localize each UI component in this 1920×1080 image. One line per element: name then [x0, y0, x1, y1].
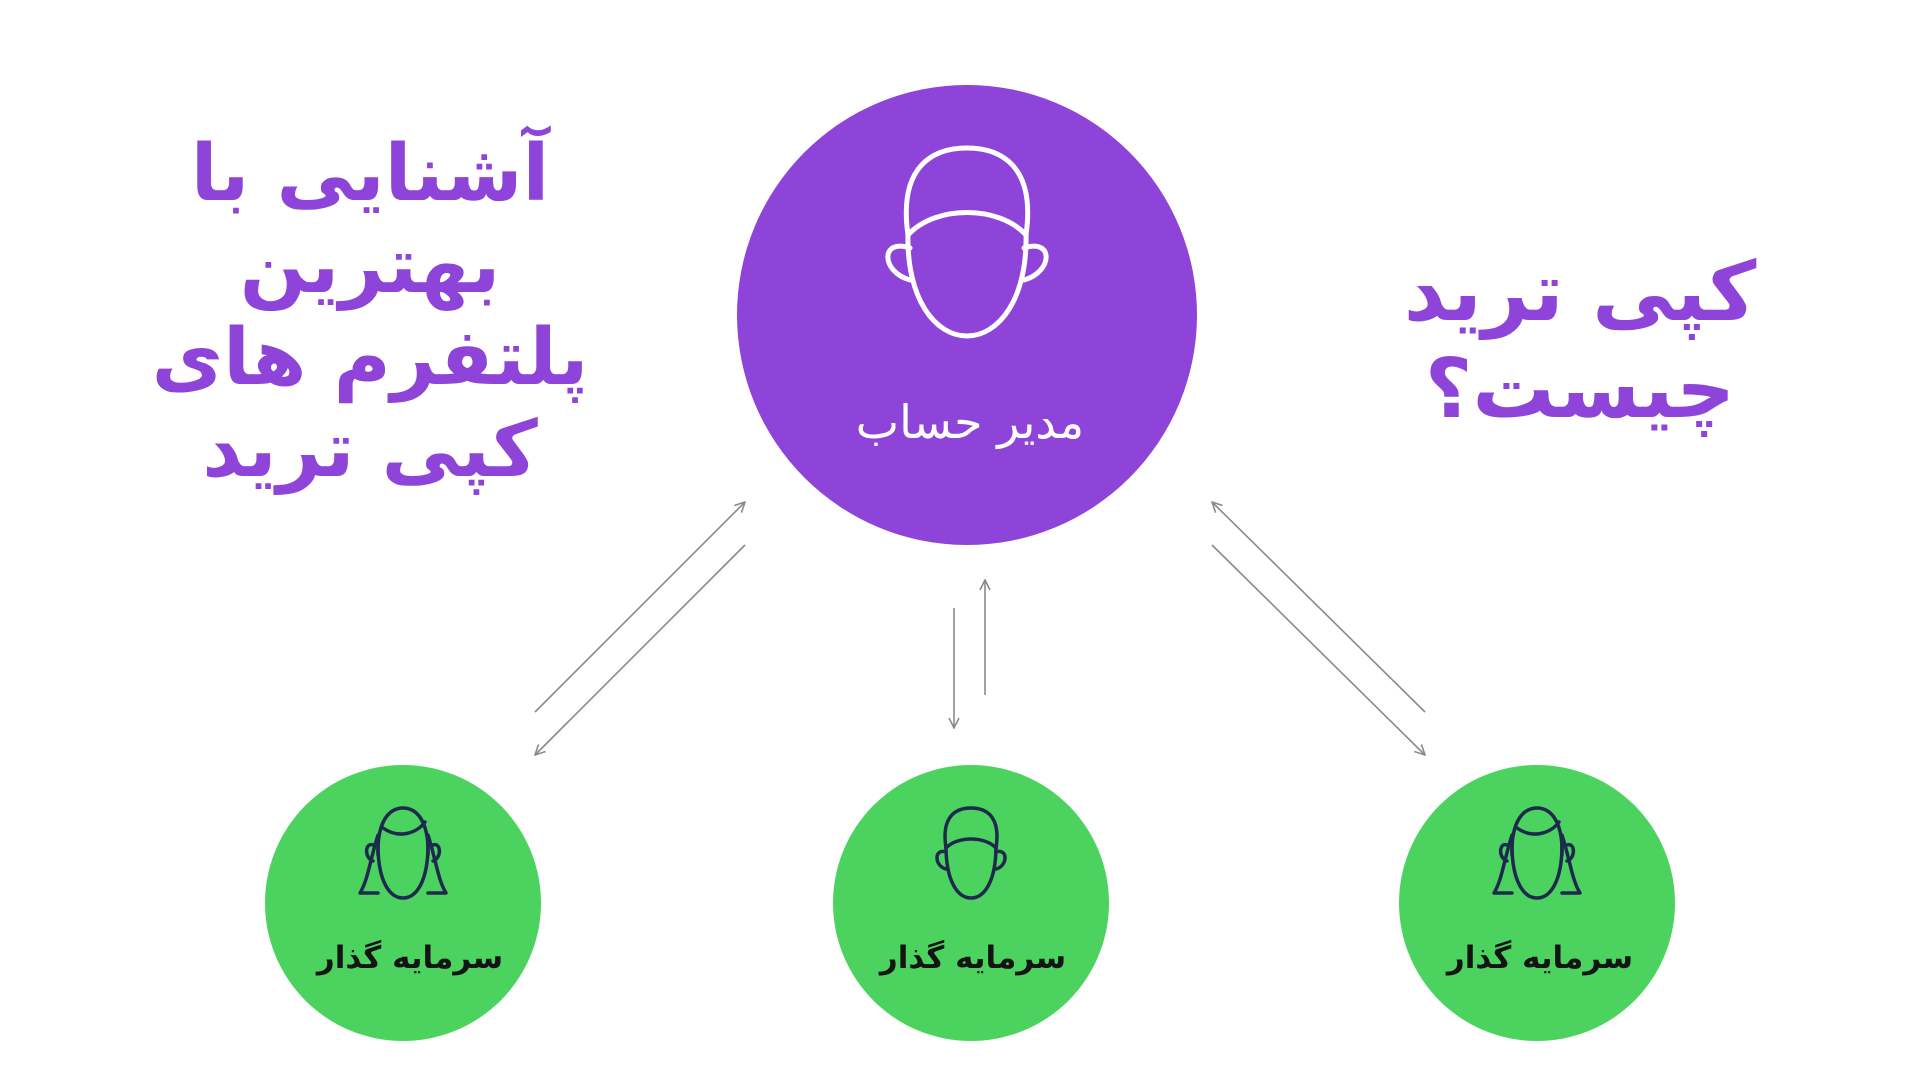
title-right: کپی ترید چیست؟ — [1403, 245, 1757, 437]
connector-manager-investor-2 — [954, 580, 985, 728]
investor-circle — [1399, 765, 1675, 1041]
investor-label-2: سرمایه گذار — [879, 940, 1067, 976]
connector-manager-investor-1 — [535, 502, 745, 755]
male-face-outline-icon — [885, 145, 1049, 339]
manager-label: مدیر حساب — [855, 395, 1085, 449]
manager-node — [737, 85, 1197, 545]
investor-node-3 — [1399, 765, 1675, 1041]
manager-circle — [737, 85, 1197, 545]
female-face-outline-icon — [358, 806, 448, 900]
connector-manager-investor-3 — [1212, 502, 1425, 755]
investor-circle — [265, 765, 541, 1041]
title-left-line-1: آشنایی با بهترین — [190, 129, 550, 312]
female-face-outline-icon — [1492, 806, 1582, 900]
title-left-line-3: کپی ترید — [202, 405, 538, 496]
arrow-to-investor — [535, 544, 746, 755]
male-face-outline-icon — [935, 806, 1007, 900]
investor-label-3: سرمایه گذار — [1446, 940, 1634, 976]
investor-circle — [833, 765, 1109, 1041]
title-left-line-2: پلتفرم های — [151, 313, 589, 404]
arrow-to-investor — [1211, 544, 1425, 755]
investor-label-1: سرمایه گذار — [316, 940, 504, 976]
investor-node-1 — [265, 765, 541, 1041]
title-left: آشنایی با بهترین پلتفرم های کپی ترید — [90, 128, 650, 496]
arrow-to-manager — [534, 502, 745, 713]
investor-node-2 — [833, 765, 1109, 1041]
arrow-to-manager — [1212, 502, 1426, 713]
